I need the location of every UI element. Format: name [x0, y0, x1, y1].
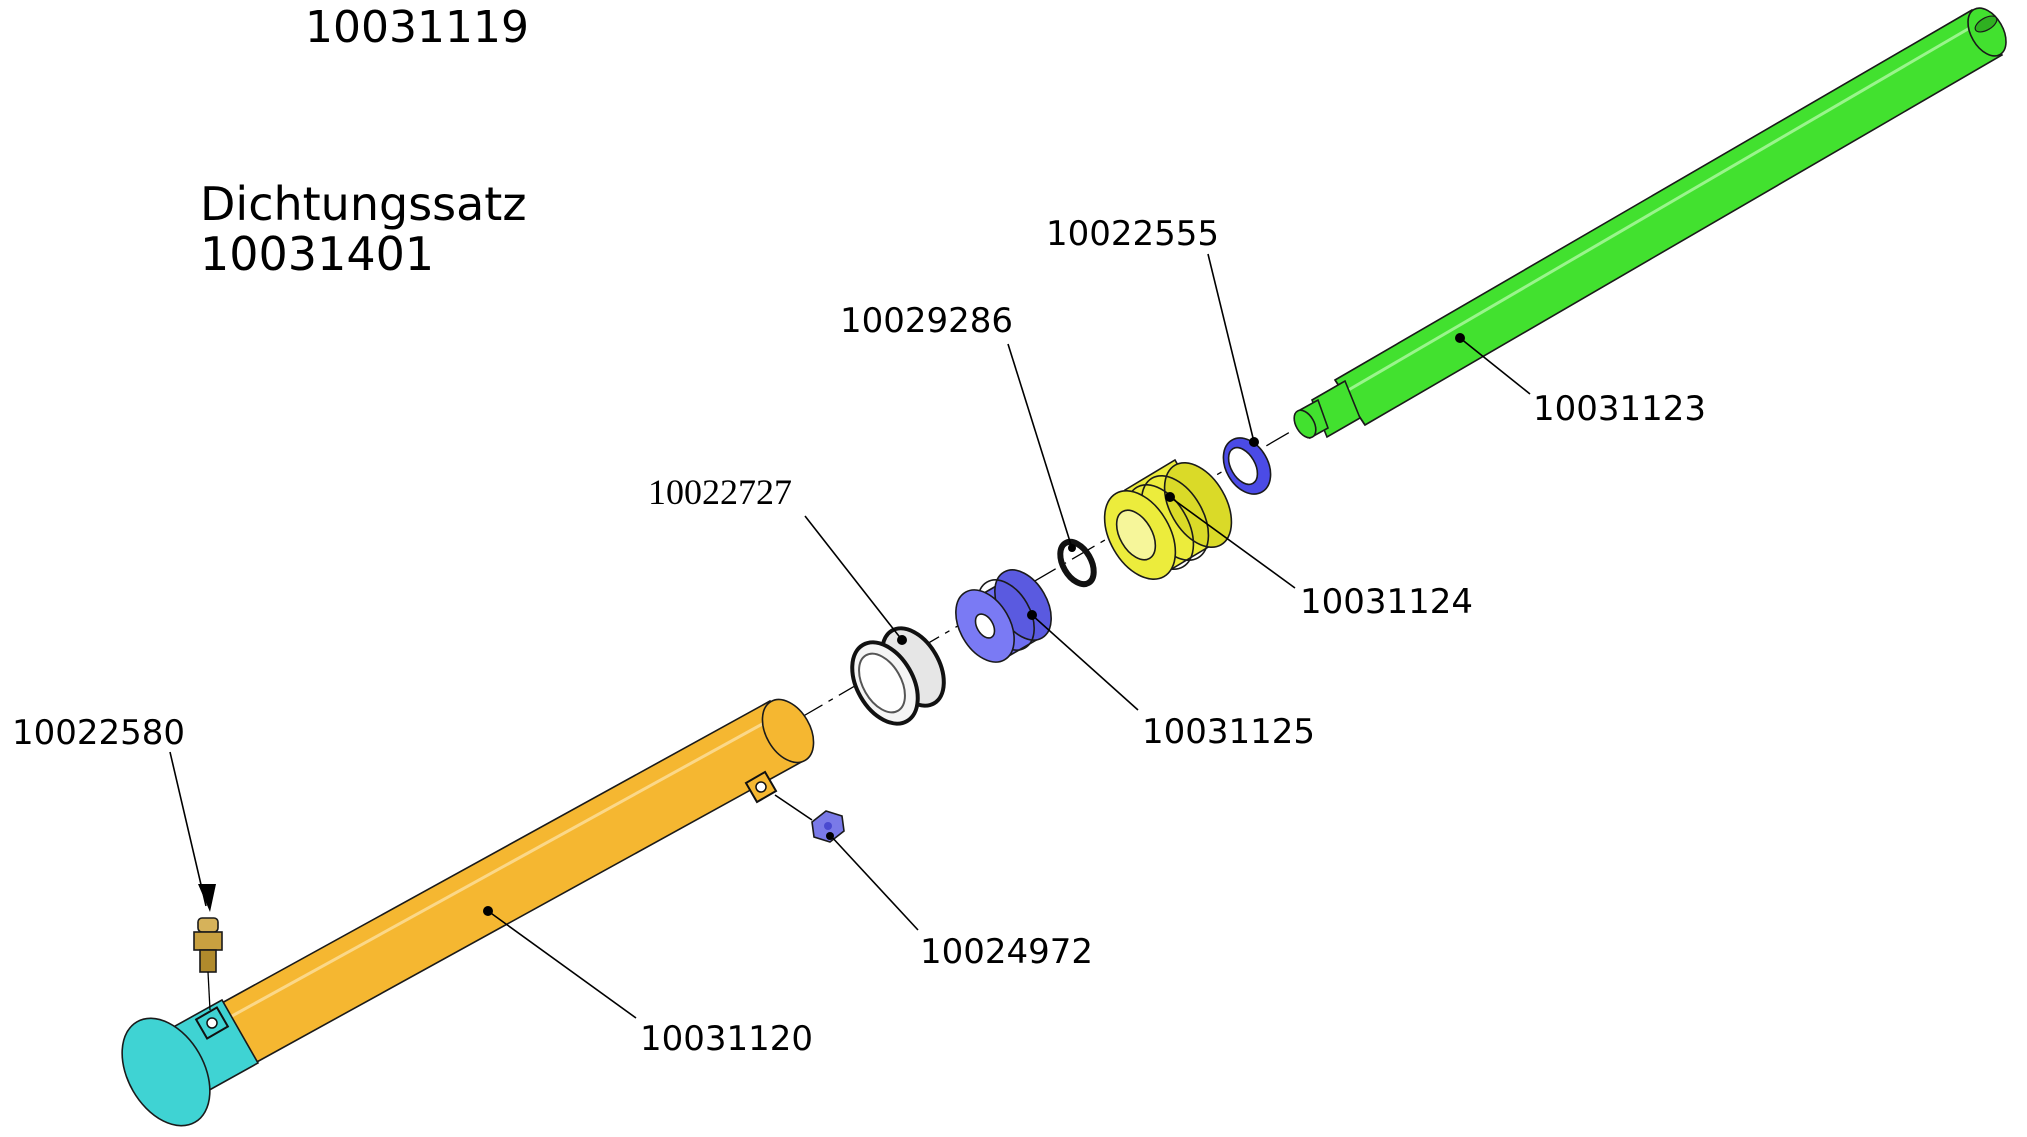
o-ring-part [1057, 538, 1097, 588]
plug-nut-center [824, 822, 832, 830]
label-piston-rod: 10031123 [1533, 389, 1706, 429]
leader-cylinder-tube [487, 910, 637, 1019]
retaining-ring-part [1222, 437, 1272, 495]
cylinder-tube-highlight [231, 715, 776, 1018]
cylinder-tube-body [218, 699, 807, 1065]
wiper-ring-part [850, 626, 946, 726]
retaining-ring-bore [1227, 446, 1259, 486]
grease-nipple-axis [207, 971, 211, 1011]
leader-dot-wiper-ring [897, 635, 907, 645]
seal-kit-title: Dichtungssatz [200, 177, 527, 231]
assembly-number: 10031119 [305, 2, 529, 53]
end-cap-port-hole [206, 1017, 218, 1029]
label-wiper-ring: 10022727 [648, 472, 792, 512]
piston-rod-end [1293, 409, 1317, 439]
leader-retaining-ring [1207, 253, 1255, 443]
label-o-ring: 10029286 [840, 301, 1013, 341]
plug-nut-part [811, 810, 845, 843]
grease-nipple-hex [193, 931, 223, 951]
leader-o-ring [1007, 343, 1073, 549]
leader-grease-nipple [169, 751, 207, 907]
leader-piston [1031, 614, 1139, 711]
label-retaining-ring: 10022555 [1046, 214, 1219, 254]
gland-part [1103, 458, 1233, 580]
grease-nipple-arrow [198, 884, 216, 912]
leader-gland [1169, 496, 1296, 589]
grease-nipple-part [193, 884, 223, 1011]
label-plug-nut: 10024972 [920, 932, 1093, 972]
piston-rod-hole [1974, 15, 1998, 33]
leader-dot-piston-rod [1455, 333, 1465, 343]
cylinder-tube-part [218, 698, 815, 1065]
leader-piston-rod [1459, 337, 1531, 395]
label-grease-nipple: 10022580 [12, 713, 185, 753]
piston-bore [974, 613, 996, 639]
cylinder-tube-port-hole [755, 781, 767, 793]
label-gland: 10031124 [1300, 582, 1473, 622]
leader-dot-gland [1165, 492, 1175, 502]
piston-rod-part [1293, 7, 2007, 440]
piston-part [955, 569, 1052, 663]
label-cylinder-tube: 10031120 [640, 1019, 813, 1059]
grease-nipple-head [197, 917, 219, 933]
grease-nipple-thread [199, 949, 217, 973]
leader-port [774, 794, 813, 821]
gland-bore [1115, 509, 1157, 561]
label-piston: 10031125 [1142, 712, 1315, 752]
piston-rod-body [1333, 8, 2004, 427]
leader-dot-piston [1027, 610, 1037, 620]
leader-dot-retaining-ring [1249, 437, 1259, 447]
leader-dot-cylinder-tube [483, 906, 493, 916]
seal-kit-number: 10031401 [200, 227, 434, 281]
piston-rod-highlight [1344, 20, 1981, 394]
tube-end-cap-part [121, 998, 260, 1127]
wiper-ring-bore [858, 652, 906, 714]
end-cap-face [121, 1017, 211, 1127]
leader-dot-plug-nut [826, 832, 834, 840]
leader-dot-o-ring [1068, 544, 1076, 552]
o-ring-outer [1057, 538, 1097, 588]
leader-wiper-ring [804, 515, 903, 641]
cylinder-tube-rod-end [761, 698, 815, 764]
leader-plug-nut [829, 834, 919, 931]
